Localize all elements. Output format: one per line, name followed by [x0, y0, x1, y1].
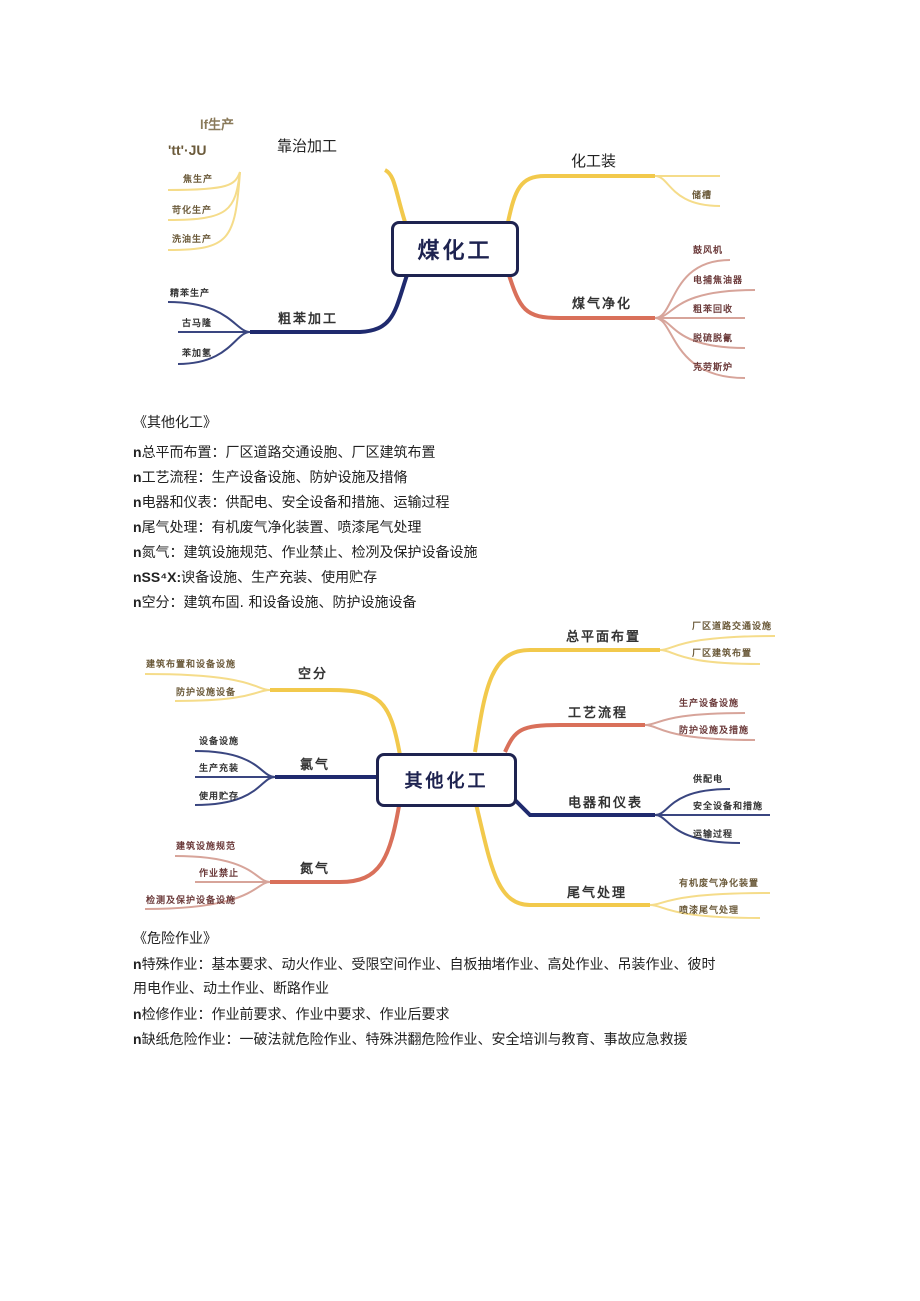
branch-air-separation: 空分	[298, 667, 329, 682]
stray-text-top1: lf生产	[200, 117, 234, 132]
bullet-marker: n	[133, 494, 142, 510]
bullet-text: 氮气：建筑设施规范、作业禁止、检冽及保护设备设施	[141, 545, 478, 561]
mindmap-coal-chemical: lf生产 'tt'·JU 靠治加工 化工装 焦生产 苛化生产 洗油生产 煤化工 …	[0, 0, 920, 400]
bullet-marker: n	[133, 444, 142, 460]
leaf: 洗油生产	[172, 235, 213, 245]
bullet-item: n工艺流程：生产设备设施、防妒设施及措脩	[133, 467, 408, 488]
mindmap-connectors	[144, 635, 776, 919]
leaf: 供配电	[693, 775, 724, 785]
branch-electrical: 电器和仪表	[568, 796, 644, 811]
bullet-continuation: 用电作业、动土作业、断路作业	[133, 981, 329, 997]
leaf: 建筑设施规范	[176, 842, 237, 852]
leaf: 电捕焦油器	[693, 276, 744, 286]
leaf: 建筑布置和设备设施	[146, 660, 237, 670]
bullet-text: 缺纸危险作业：一破法就危险作业、特殊洪翻危险作业、安全培训与教育、事故应急救援	[141, 1032, 688, 1048]
central-node: 其他化工	[376, 753, 517, 807]
bullet-marker: n	[133, 519, 142, 535]
leaf: 喷漆尾气处理	[679, 906, 740, 916]
bullet-marker: n	[133, 1031, 142, 1047]
bullet-item: n氮气：建筑设施规范、作业禁止、检冽及保护设备设施	[133, 542, 478, 563]
bullet-text: 谀备设施、生产充装、使用贮存	[181, 570, 378, 586]
branch-benzene: 粗苯加工	[278, 312, 339, 327]
leaf: 防护设施及措施	[679, 726, 750, 736]
bullet-text: 电器和仪表：供配电、安全设备和措施、运输过程	[141, 495, 450, 511]
bullet-item: n尾气处理：有机废气净化装置、喷漆尾气处理	[133, 517, 422, 538]
leaf: 厂区道路交通设施	[692, 622, 773, 632]
bullet-item: n总平而布置：厂区道路交通设胞、厂区建筑布置	[133, 442, 436, 463]
mindmap-other-chemical: 其他化工 空分 建筑布置和设备设施 防护设施设备 氯气 设备设施 生产充装 使用…	[144, 622, 776, 919]
bullet-item: n特殊作业：基本要求、动火作业、受限空间作业、自板抽堵作业、高处作业、吊装作业、…	[133, 954, 716, 975]
heading-coking: 靠治加工	[277, 137, 338, 155]
bullet-text: 空分：建筑布固. 和设备设施、防护设施设备	[141, 595, 417, 611]
bullet-text: 检修作业：作业前要求、作业中要求、作业后要求	[141, 1007, 450, 1023]
bullet-marker: nSS⁴X:	[133, 569, 182, 585]
bullet-marker: n	[133, 544, 142, 560]
leaf: 粗苯回收	[693, 305, 734, 315]
leaf: 克劳斯炉	[693, 363, 734, 373]
leaf: 古马隆	[182, 319, 213, 329]
leaf: 防护设施设备	[176, 688, 237, 698]
branch-chlorine: 氯气	[300, 758, 331, 773]
leaf: 脱硫脱氰	[693, 334, 734, 344]
section-title-danger: 《危险作业》	[133, 931, 217, 947]
leaf: 储槽	[692, 191, 713, 201]
leaf: 厂区建筑布置	[692, 649, 753, 659]
bullet-marker: n	[133, 1006, 142, 1022]
leaf: 运输过程	[693, 830, 734, 840]
bullet-item: nSS⁴X:谀备设施、生产充装、使用贮存	[133, 567, 377, 588]
bullet-item: n检修作业：作业前要求、作业中要求、作业后要求	[133, 1004, 450, 1025]
branch-gas-cleaning: 煤气净化	[572, 297, 633, 312]
leaf: 鼓风机	[693, 246, 724, 256]
branch-exhaust: 尾气处理	[567, 886, 628, 901]
bullet-item: n空分：建筑布固. 和设备设施、防护设施设备	[133, 592, 416, 613]
bullet-text: 工艺流程：生产设备设施、防妒设施及措脩	[141, 470, 408, 486]
leaf: 苛化生产	[172, 206, 213, 216]
bullet-marker: n	[133, 594, 142, 610]
leaf: 安全设备和措施	[693, 802, 764, 812]
bullet-marker: n	[133, 469, 142, 485]
leaf: 有机废气净化装置	[679, 879, 760, 889]
leaf: 焦生产	[183, 175, 214, 185]
leaf: 设备设施	[199, 737, 240, 747]
branch-layout: 总平面布置	[566, 630, 642, 645]
branch-process: 工艺流程	[568, 706, 629, 721]
mindmap-connectors	[167, 168, 756, 379]
leaf: 作业禁止	[199, 869, 240, 879]
heading-chem-equip: 化工装	[571, 152, 617, 170]
bullet-item: n电器和仪表：供配电、安全设备和措施、运输过程	[133, 492, 450, 513]
branch-nitrogen: 氮气	[300, 862, 331, 877]
bullet-text: 尾气处理：有机废气净化装置、喷漆尾气处理	[141, 520, 422, 536]
bullet-text: 特殊作业：基本要求、动火作业、受限空间作业、自板抽堵作业、高处作业、吊装作业、彼…	[141, 957, 716, 973]
bullet-item: n缺纸危险作业：一破法就危险作业、特殊洪翻危险作业、安全培训与教育、事故应急救援	[133, 1029, 688, 1050]
bullet-text: 总平而布置：厂区道路交通设胞、厂区建筑布置	[141, 445, 436, 461]
leaf: 生产设备设施	[679, 699, 740, 709]
leaf: 生产充装	[199, 764, 240, 774]
leaf: 检测及保护设备设施	[146, 896, 237, 906]
bullet-marker: n	[133, 956, 142, 972]
leaf: 使用贮存	[199, 792, 240, 802]
leaf: 苯加氢	[182, 349, 213, 359]
section-title-other: 《其他化工》	[133, 415, 217, 431]
central-node: 煤化工	[391, 221, 519, 277]
stray-text-top2: 'tt'·JU	[168, 142, 207, 158]
leaf: 精苯生产	[170, 289, 211, 299]
